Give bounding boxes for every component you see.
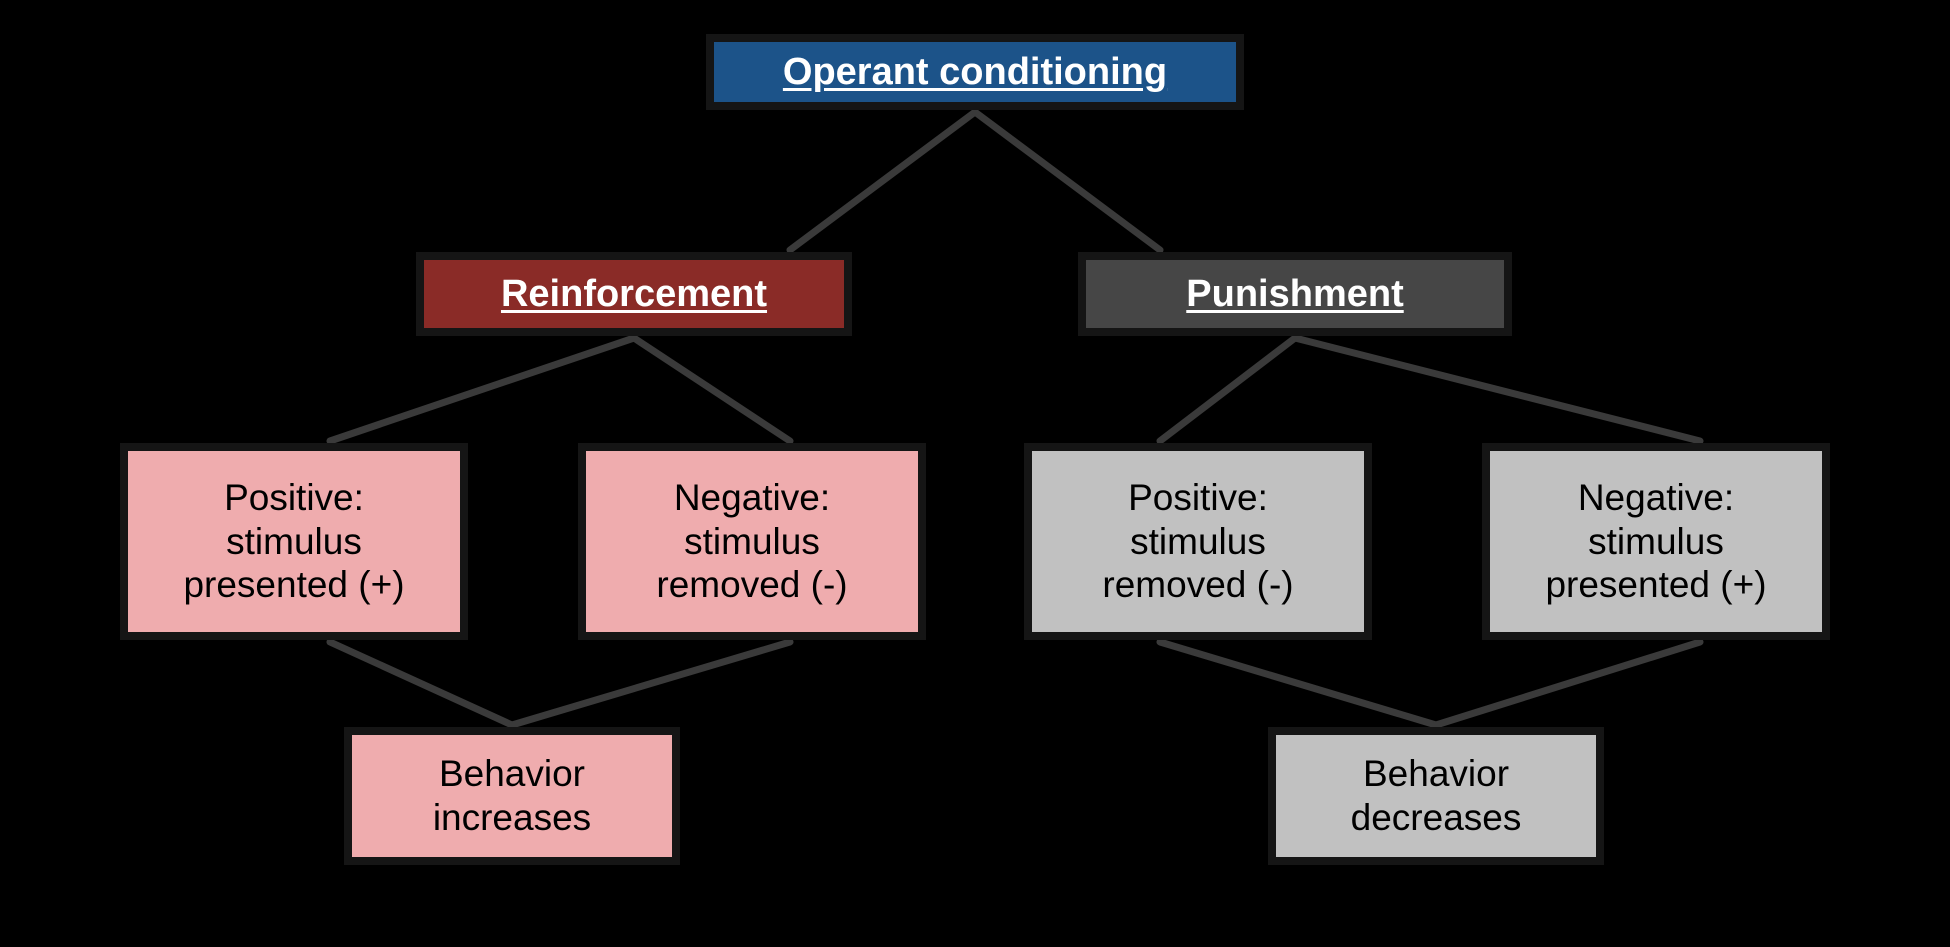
node-reinforcement[interactable]: Reinforcement xyxy=(416,252,852,336)
punishment-to-negative xyxy=(1291,334,1704,445)
node-reinforcement-negative[interactable]: Negative: stimulus removed (-) xyxy=(578,443,926,640)
node-reinforcement-negative-label: Negative: stimulus removed (-) xyxy=(656,477,848,606)
root-to-punishment xyxy=(971,108,1164,254)
punishment-negative-to-behavior-decreases xyxy=(1432,638,1704,729)
node-punishment-positive-label: Positive: stimulus removed (-) xyxy=(1102,477,1294,606)
node-operant-conditioning-label: Operant conditioning xyxy=(782,50,1168,93)
node-reinforcement-positive[interactable]: Positive: stimulus presented (+) xyxy=(120,443,468,640)
node-behavior-increases[interactable]: Behavior increases xyxy=(344,727,680,865)
node-punishment-negative-label: Negative: stimulus presented (+) xyxy=(1545,477,1767,606)
root-to-reinforcement xyxy=(786,108,979,254)
node-punishment-negative[interactable]: Negative: stimulus presented (+) xyxy=(1482,443,1830,640)
node-behavior-decreases-label: Behavior decreases xyxy=(1350,753,1522,838)
node-punishment-label: Punishment xyxy=(1186,272,1404,315)
node-behavior-decreases[interactable]: Behavior decreases xyxy=(1268,727,1604,865)
reinforcement-negative-to-behavior-increases xyxy=(508,638,794,729)
node-behavior-increases-label: Behavior increases xyxy=(432,753,592,838)
node-punishment-positive[interactable]: Positive: stimulus removed (-) xyxy=(1024,443,1372,640)
node-punishment[interactable]: Punishment xyxy=(1078,252,1512,336)
reinforcement-to-negative xyxy=(630,334,794,445)
node-reinforcement-label: Reinforcement xyxy=(500,272,768,315)
reinforcement-positive-to-behavior-increases xyxy=(326,638,516,729)
punishment-to-positive xyxy=(1156,334,1299,445)
node-reinforcement-positive-label: Positive: stimulus presented (+) xyxy=(183,477,405,606)
reinforcement-to-positive xyxy=(326,334,638,445)
node-operant-conditioning[interactable]: Operant conditioning xyxy=(706,34,1244,110)
punishment-positive-to-behavior-decreases xyxy=(1156,638,1440,729)
